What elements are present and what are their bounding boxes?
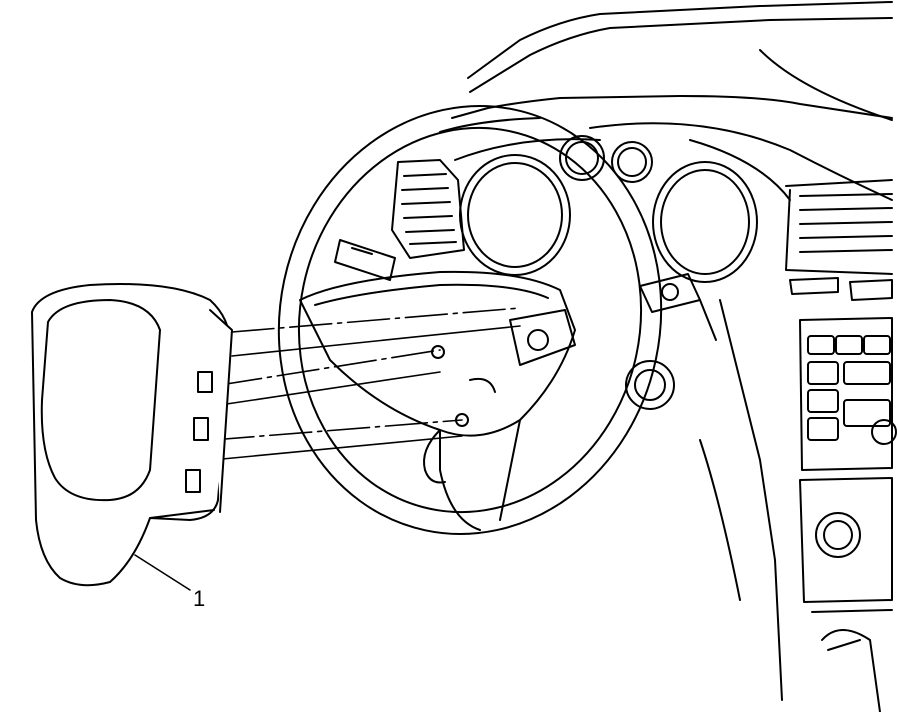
left-air-vent <box>391 159 465 259</box>
callout-1-label: 1 <box>193 586 205 611</box>
instrument-cluster <box>454 135 758 283</box>
center-stack <box>785 179 897 712</box>
callout-1-leader <box>134 554 191 591</box>
dashboard-outline <box>439 1 893 701</box>
alignment-lines <box>211 307 521 461</box>
steering-wheel <box>277 105 717 535</box>
airbag-module <box>31 283 233 587</box>
